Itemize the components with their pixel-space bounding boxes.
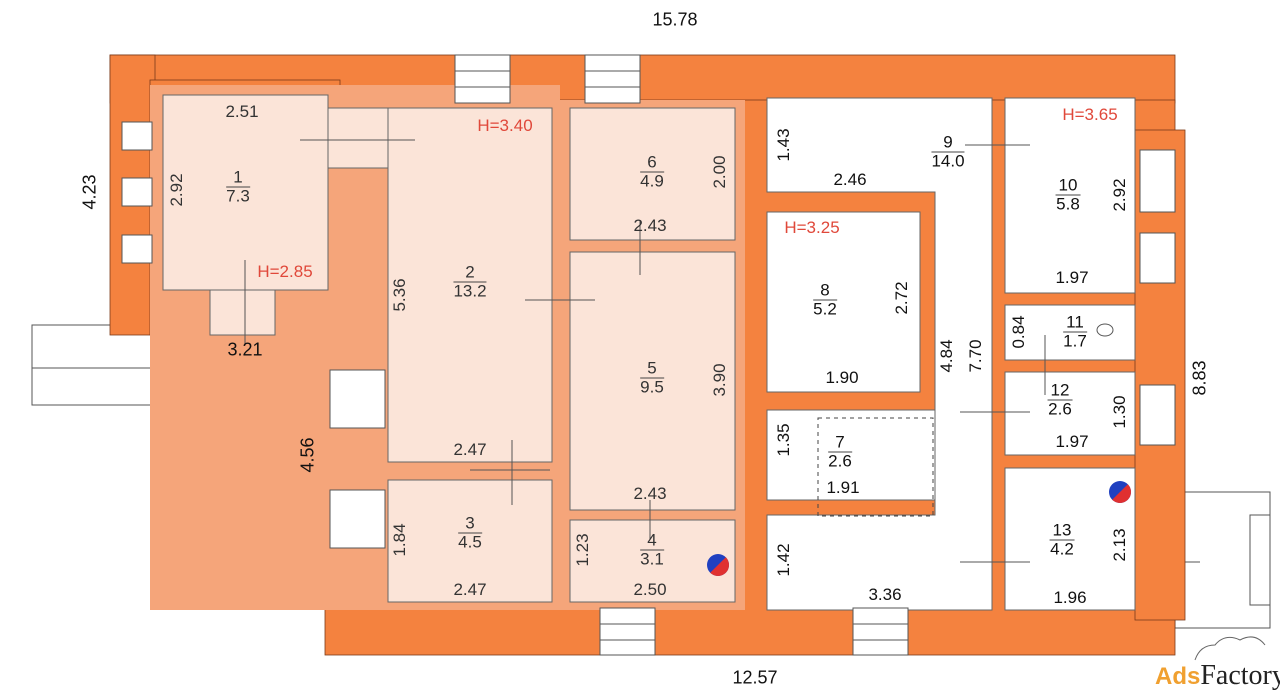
room-dim: 1.30: [1110, 395, 1129, 429]
room-12: [1004, 371, 1136, 456]
dim-left: 4.23: [79, 174, 100, 210]
room-dim: 1.84: [390, 523, 409, 557]
adsfactory-watermark: AdsFactory: [1155, 660, 1280, 691]
room-dim: 1.97: [1055, 432, 1089, 451]
room-dim: 5.36: [390, 278, 409, 312]
room-11: [1004, 304, 1136, 361]
room-dim: 2.92: [167, 173, 186, 207]
room-dim: 3.90: [710, 363, 729, 397]
room-dim: 0.84: [1009, 315, 1028, 349]
room-dim: 2.13: [1110, 528, 1129, 562]
window: [584, 54, 641, 104]
dim-entrance: 3.21: [227, 339, 263, 360]
room-dim: 1.96: [1053, 588, 1087, 607]
room-dim: 1.43: [774, 128, 793, 162]
room-dim: 1.97: [1055, 268, 1089, 287]
room-10: [1004, 97, 1136, 294]
room-9-corridor: [766, 97, 993, 611]
ceiling-height: H=2.85: [257, 262, 313, 281]
dim-bottom: 12.57: [732, 667, 778, 688]
room-dim: 2.92: [1110, 178, 1129, 212]
room-7: [766, 409, 936, 501]
room-dim: 1.91: [826, 478, 860, 497]
room-3: [387, 479, 553, 603]
room-5: [569, 251, 736, 511]
room-dim: 7.70: [966, 339, 985, 373]
room-dim: 2.47: [453, 580, 487, 599]
room-dim: 2.72: [892, 281, 911, 315]
window: [454, 54, 511, 104]
logo-cloud-icon: [1194, 636, 1266, 661]
dim-right: 8.83: [1189, 360, 1210, 396]
room-8: [766, 211, 921, 393]
ceiling-height: H=3.40: [477, 116, 533, 135]
room-dim: 2.47: [453, 440, 487, 459]
room-dim: 2.50: [633, 580, 667, 599]
room-dim: 1.90: [825, 368, 859, 387]
room-dim: 2.46: [833, 170, 867, 189]
room-dim: 2.51: [225, 102, 259, 121]
window: [599, 607, 656, 656]
room-dim: 1.23: [573, 533, 592, 567]
room-dim: 2.00: [710, 155, 729, 189]
room-dim: 2.43: [633, 216, 667, 235]
room-1: [162, 94, 329, 291]
room-4: [569, 519, 736, 603]
dim-left-lower: 4.56: [297, 437, 318, 473]
room-2: [387, 107, 553, 463]
room-dim: 2.43: [633, 484, 667, 503]
room-6: [569, 107, 736, 241]
room-dim: 3.36: [868, 585, 902, 604]
left-entrance-porch: [31, 324, 163, 406]
room-dim: 1.42: [774, 543, 793, 577]
room-dim: 4.84: [937, 339, 956, 373]
window: [852, 607, 909, 656]
toilet-icon: [1096, 323, 1114, 337]
dim-top: 15.78: [652, 9, 698, 30]
ceiling-height: H=3.65: [1062, 105, 1118, 124]
ceiling-height: H=3.25: [784, 218, 840, 237]
room-dim: 1.35: [774, 423, 793, 457]
